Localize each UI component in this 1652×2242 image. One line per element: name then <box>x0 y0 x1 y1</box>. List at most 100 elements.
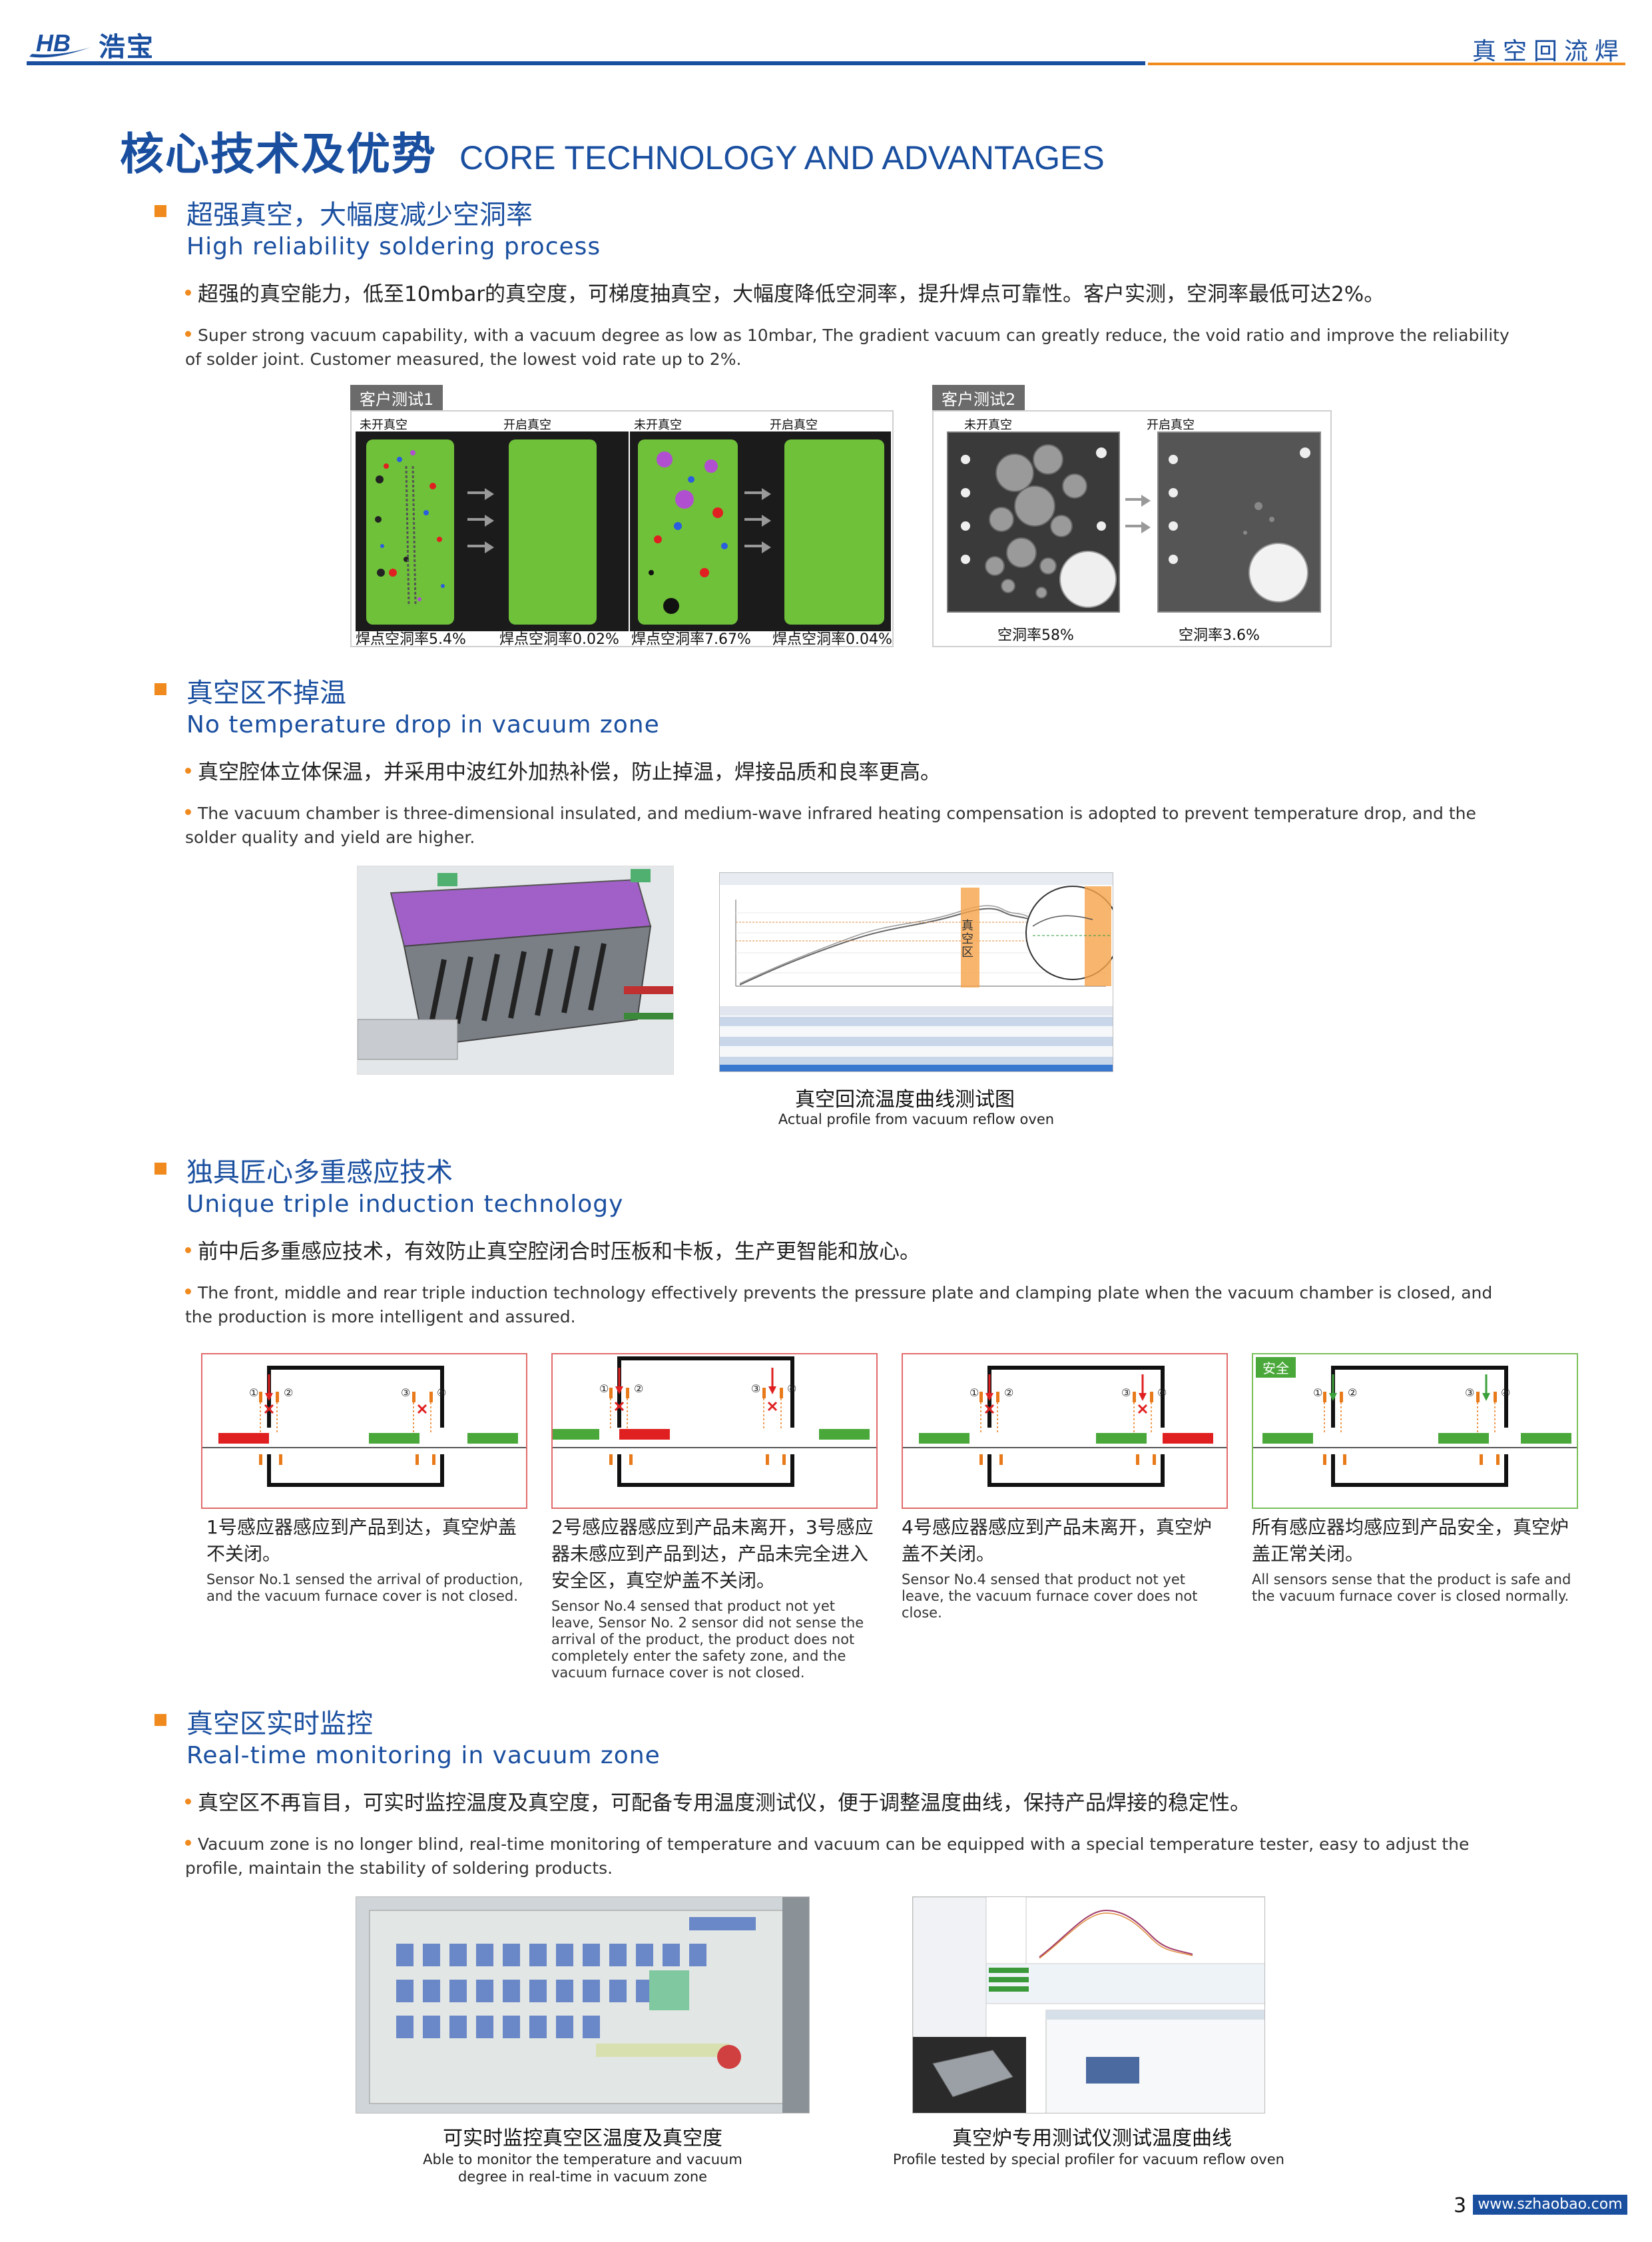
sensor-mark-2: ② <box>634 1382 644 1395</box>
control-panel-photo <box>356 1896 810 2113</box>
section-title-zh: 真空区不掉温 <box>186 678 346 708</box>
sensor-mark-2: ② <box>1348 1386 1358 1399</box>
void-rate-caption: 焊点空洞率0.02% <box>499 631 619 648</box>
sensor-mark-1: ① <box>599 1382 609 1395</box>
xray-after-image <box>1157 431 1321 613</box>
page-number: 3 <box>1454 2194 1467 2217</box>
void-rate-caption: 空洞率3.6% <box>1179 627 1260 644</box>
sensor-mark-3: ③ <box>751 1382 761 1395</box>
sensor-panel-3: ① ② ③ ④ <box>902 1353 1228 1509</box>
voided-board-image <box>366 439 454 625</box>
arrow-right-icon <box>762 488 771 500</box>
void-rate-caption: 焊点空洞率0.04% <box>772 631 892 648</box>
profile-caption-zh: 真空回流温度曲线测试图 <box>795 1088 1015 1111</box>
profile-caption-en: Actual profile from vacuum reflow oven <box>778 1111 1055 1127</box>
test2-after-label: 开启真空 <box>1147 418 1195 432</box>
brand-name: 浩宝 <box>99 32 154 63</box>
logo-icon: HB <box>27 27 93 62</box>
sensor-panel-4: 安全 ① ② ③ ④ <box>1252 1353 1578 1509</box>
profiler-caption-zh: 真空炉专用测试仪测试温度曲线 <box>952 2127 1232 2150</box>
bullet-dot-icon <box>185 1247 191 1253</box>
bullet-dot-icon <box>185 330 191 337</box>
section1-bullet-zh: 超强的真空能力，低至10mbar的真空度，可梯度抽真空，大幅度降低空洞率，提升焊… <box>185 277 1384 307</box>
sensor-desc-4-zh: 所有感应器均感应到产品安全，真空炉盖正常关闭。 <box>1252 1516 1569 1565</box>
section4-bullet-zh: 真空区不再盲目，可实时监控温度及真空度，可配备专用温度测试仪，便于调整温度曲线，… <box>185 1786 1250 1816</box>
test1-before-label-b: 未开真空 <box>634 418 682 432</box>
section2-bullet-en: The vacuum chamber is three-dimensional … <box>185 804 1476 847</box>
test2-tag: 客户测试2 <box>932 385 1025 411</box>
section1-bullet-en: Super strong vacuum capability, with a v… <box>185 326 1510 369</box>
xray-before-image <box>947 431 1120 613</box>
sensor-desc-2-en: Sensor No.4 sensed that product not yet … <box>551 1598 864 1681</box>
bullet-dot-icon <box>185 1288 191 1294</box>
test1-xray-panel-a <box>356 431 629 631</box>
section-square-icon <box>154 205 166 217</box>
vacuum-chamber-render <box>357 866 674 1075</box>
section-title-en: Unique triple induction technology <box>186 1191 624 1218</box>
temperature-profile-chart: 真空区 <box>719 872 1120 1072</box>
sensor-mark-4: ④ <box>1501 1386 1511 1399</box>
arrow-right-icon <box>1141 521 1151 533</box>
section-title-zh: 独具匠心多重感应技术 <box>186 1157 453 1188</box>
brand-logo[interactable]: HB 浩宝 <box>27 25 154 64</box>
safe-tag: 安全 <box>1256 1357 1296 1378</box>
section-title-zh: 超强真空，大幅度减少空洞率 <box>186 200 533 230</box>
sensor-mark-1: ① <box>249 1386 259 1399</box>
voided-board-image <box>638 439 738 625</box>
sensor-panel-2: ① ② ③ ④ <box>551 1353 878 1509</box>
sensor-desc-4-en: All sensors sense that the product is sa… <box>1252 1571 1571 1604</box>
section-title-en: Real-time monitoring in vacuum zone <box>186 1742 661 1769</box>
sensor-mark-1: ① <box>1313 1386 1323 1399</box>
test1-figure: 未开真空 开启真空 未开真空 开启真空 <box>350 410 894 648</box>
bullet-dot-icon <box>185 1839 191 1846</box>
logo-letters: HB <box>36 29 71 57</box>
section3-bullet-en: The front, middle and rear triple induct… <box>185 1283 1493 1326</box>
arrow-right-icon <box>485 541 494 553</box>
arrow-right-icon <box>485 488 494 500</box>
sensor-mark-1: ① <box>969 1386 979 1399</box>
bullet-dot-icon <box>185 1799 191 1805</box>
test1-before-label-a: 未开真空 <box>360 418 408 432</box>
page-heading-en: CORE TECHNOLOGY AND ADVANTAGES <box>459 139 1105 176</box>
arrow-right-icon <box>762 515 771 527</box>
clean-board-image <box>784 439 884 625</box>
sensor-mark-4: ④ <box>1157 1386 1167 1399</box>
sensor-mark-2: ② <box>1004 1386 1014 1399</box>
section-square-icon <box>154 1714 166 1726</box>
sensor-desc-3-zh: 4号感应器感应到产品未离开，真空炉盖不关闭。 <box>902 1516 1212 1565</box>
void-rate-caption: 焊点空洞率5.4% <box>356 631 466 648</box>
section-title-en: High reliability soldering process <box>186 233 601 260</box>
test2-before-label: 未开真空 <box>964 418 1012 432</box>
sensor-mark-4: ④ <box>787 1382 797 1395</box>
page-heading-zh: 核心技术及优势 <box>120 129 437 180</box>
section-square-icon <box>154 683 166 695</box>
sensor-mark-4: ④ <box>437 1386 447 1399</box>
arrow-right-icon <box>762 541 771 553</box>
website-link[interactable]: www.szhaobao.com <box>1473 2195 1627 2215</box>
test1-after-label-a: 开启真空 <box>503 418 551 432</box>
page-header: HB 浩宝 真空回流焊 <box>0 0 1652 73</box>
sensor-panel-1: ① ② ③ ④ <box>201 1353 527 1509</box>
arrow-right-icon <box>485 515 494 527</box>
sensor-mark-3: ③ <box>401 1386 411 1399</box>
section-square-icon <box>154 1163 166 1175</box>
sensor-desc-1-en: Sensor No.1 sensed the arrival of produc… <box>206 1571 523 1604</box>
bullet-dot-icon <box>185 808 191 815</box>
test1-after-label-b: 开启真空 <box>770 418 818 432</box>
product-title: 真空回流焊 <box>1472 38 1625 65</box>
section-title-en: No temperature drop in vacuum zone <box>186 711 660 738</box>
sensor-desc-1-zh: 1号感应器感应到产品到达，真空炉盖不关闭。 <box>206 1516 517 1565</box>
clean-board-image <box>509 439 597 625</box>
void-rate-caption: 空洞率58% <box>997 627 1074 644</box>
void-rate-caption: 焊点空洞率7.67% <box>631 631 751 648</box>
section2-bullet-zh: 真空腔体立体保温，并采用中波红外加热补偿，防止掉温，焊接品质和良率更高。 <box>185 755 941 785</box>
monitor-caption-zh: 可实时监控真空区温度及真空度 <box>443 2127 722 2150</box>
monitor-caption-en: Able to monitor the temperature and vacu… <box>423 2151 742 2185</box>
sensor-mark-2: ② <box>284 1386 294 1399</box>
header-divider-orange <box>1148 63 1625 65</box>
bullet-dot-icon <box>185 768 191 774</box>
sensor-mark-3: ③ <box>1121 1386 1131 1399</box>
sensor-desc-2-zh: 2号感应器感应到产品未离开，3号感应器未感应到产品到达，产品未完全进入安全区，真… <box>551 1516 874 1591</box>
page-heading: 核心技术及优势 CORE TECHNOLOGY AND ADVANTAGES <box>120 119 1105 182</box>
bullet-dot-icon <box>185 290 191 296</box>
